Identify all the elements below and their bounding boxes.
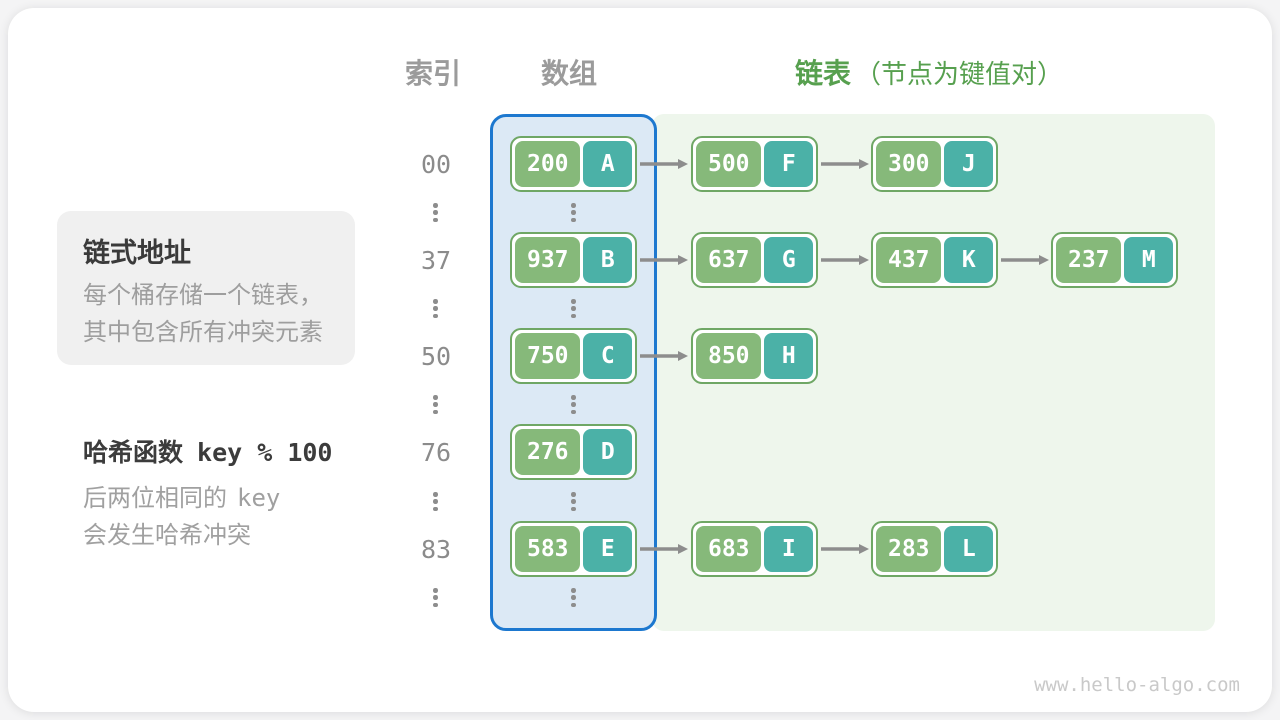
hash-function-label: 哈希函数: [83, 439, 184, 467]
index-label: 50: [420, 342, 452, 371]
column-header-array: 数组: [541, 58, 598, 89]
node-value: B: [583, 237, 632, 283]
bucket-node: 583 E: [510, 521, 637, 577]
chain-node: 300 J: [871, 136, 998, 192]
node-value: G: [764, 237, 813, 283]
column-header-list: 链表（节点为键值对）: [795, 52, 1063, 92]
list-header-title: 链表: [795, 58, 852, 89]
node-value: H: [764, 333, 813, 379]
node-value: A: [583, 141, 632, 187]
chain-node: 637 G: [691, 232, 818, 288]
node-key: 850: [696, 333, 762, 379]
chain-node: 237 M: [1051, 232, 1178, 288]
index-label: 00: [420, 150, 452, 179]
hash-note-line1-text: 后两位相同的: [83, 485, 227, 512]
info-box-line2: 其中包含所有冲突元素: [83, 319, 323, 346]
node-key: 237: [1056, 237, 1122, 283]
index-label: 76: [420, 438, 452, 467]
node-value: L: [944, 526, 993, 572]
node-value: D: [583, 429, 632, 475]
ellipsis-dots: [433, 299, 438, 318]
node-key: 500: [696, 141, 762, 187]
node-key: 283: [876, 526, 942, 572]
ellipsis-dots: [571, 395, 576, 414]
chain-node: 500 F: [691, 136, 818, 192]
node-key: 437: [876, 237, 942, 283]
node-value: I: [764, 526, 813, 572]
bucket-node: 200 A: [510, 136, 637, 192]
column-header-index: 索引: [405, 58, 462, 89]
node-value: K: [944, 237, 993, 283]
list-header-note: （节点为键值对）: [855, 59, 1064, 89]
ellipsis-dots: [433, 588, 438, 607]
node-key: 937: [515, 237, 581, 283]
watermark-url: www.hello-algo.com: [1034, 674, 1240, 696]
hash-function-title: 哈希函数 key % 100: [83, 433, 332, 469]
node-key: 683: [696, 526, 762, 572]
hash-note-line2: 会发生哈希冲突: [83, 522, 251, 549]
chain-node: 850 H: [691, 328, 818, 384]
index-label: 37: [420, 246, 452, 275]
chain-node: 683 I: [691, 521, 818, 577]
bucket-node: 276 D: [510, 424, 637, 480]
node-value: E: [583, 526, 632, 572]
bucket-node: 937 B: [510, 232, 637, 288]
node-key: 583: [515, 526, 581, 572]
node-key: 276: [515, 429, 581, 475]
chain-node: 283 L: [871, 521, 998, 577]
chain-node: 437 K: [871, 232, 998, 288]
info-box-title: 链式地址: [83, 238, 191, 268]
index-label: 83: [420, 535, 452, 564]
info-box-body: 每个桶存储一个链表， 其中包含所有冲突元素: [83, 277, 323, 351]
ellipsis-dots: [433, 492, 438, 511]
info-box: 链式地址 每个桶存储一个链表， 其中包含所有冲突元素: [57, 211, 355, 365]
node-value: M: [1124, 237, 1173, 283]
bucket-node: 750 C: [510, 328, 637, 384]
ellipsis-dots: [571, 203, 576, 222]
node-value: J: [944, 141, 993, 187]
hash-note-line1-code: key: [237, 484, 281, 512]
info-box-line1: 每个桶存储一个链表，: [83, 282, 323, 309]
hash-note-line1: 后两位相同的 key: [83, 478, 280, 513]
ellipsis-dots: [433, 395, 438, 414]
node-value: F: [764, 141, 813, 187]
node-key: 637: [696, 237, 762, 283]
node-key: 300: [876, 141, 942, 187]
ellipsis-dots: [571, 299, 576, 318]
hash-function-formula: key % 100: [197, 438, 333, 467]
node-key: 200: [515, 141, 581, 187]
node-value: C: [583, 333, 632, 379]
ellipsis-dots: [571, 492, 576, 511]
node-key: 750: [515, 333, 581, 379]
ellipsis-dots: [433, 203, 438, 222]
ellipsis-dots: [571, 588, 576, 607]
